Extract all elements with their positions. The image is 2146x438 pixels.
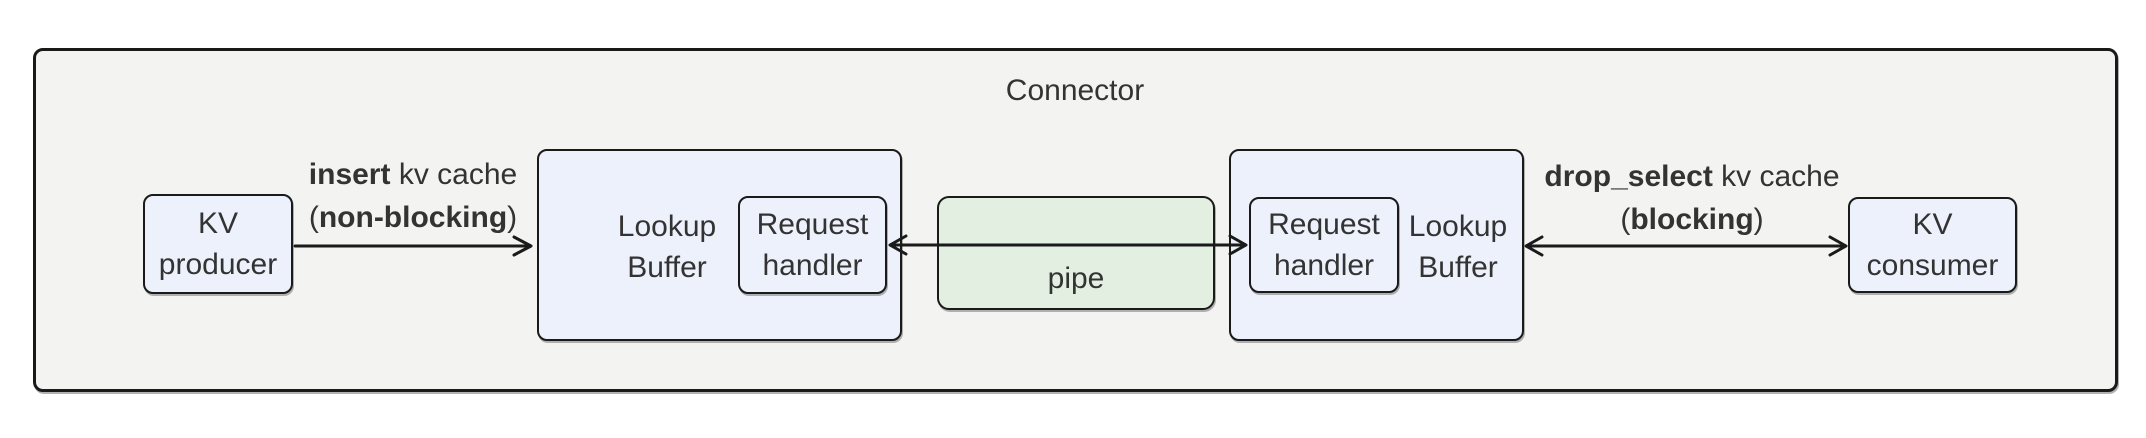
- insert-edge-label-line1: insert kv cache: [253, 153, 573, 196]
- insert-paren-close: ): [507, 201, 518, 234]
- drop-select-rest: kv cache: [1712, 160, 1840, 193]
- insert-rest: kv cache: [390, 158, 518, 191]
- kv-consumer-label-line2: consumer: [1866, 249, 1999, 282]
- drop-select-edge-label-line2: (blocking): [1512, 198, 1872, 241]
- lookup-buffer-left-label: Lookup Buffer: [587, 206, 747, 288]
- drop-select-edge-label: drop_select kv cache (blocking): [1512, 155, 1872, 241]
- drop-select-paren-close: ): [1753, 203, 1764, 236]
- connector-title: Connector: [1005, 74, 1145, 107]
- request-handler-right-label-line2: handler: [1273, 249, 1375, 282]
- drop-select-keyword2: blocking: [1630, 203, 1754, 236]
- drop-select-paren-open: (: [1620, 203, 1631, 236]
- request-handler-right-label-line1: Request: [1268, 208, 1380, 241]
- request-handler-left-node: Request handler: [738, 196, 887, 294]
- insert-edge-label-line2: (non-blocking): [253, 196, 573, 239]
- insert-paren-open: (: [308, 201, 319, 234]
- lookup-buffer-left-label-line2: Buffer: [627, 251, 707, 284]
- drop-select-keyword: drop_select: [1544, 160, 1713, 193]
- lookup-buffer-right-label: Lookup Buffer: [1378, 206, 1538, 288]
- request-handler-left-label-line2: handler: [762, 249, 863, 282]
- kv-consumer-label-line1: KV: [1912, 208, 1953, 241]
- drop-select-edge-label-line1: drop_select kv cache: [1512, 155, 1872, 198]
- insert-edge-label: insert kv cache (non-blocking): [253, 153, 573, 239]
- lookup-buffer-right-label-line2: Buffer: [1418, 251, 1498, 284]
- kv-consumer-node: KV consumer: [1848, 197, 2017, 293]
- kv-producer-label-line1: KV: [197, 207, 239, 240]
- kv-producer-label-line2: producer: [158, 248, 278, 281]
- request-handler-right-node: Request handler: [1249, 197, 1399, 293]
- lookup-buffer-right-label-line1: Lookup: [1408, 210, 1508, 243]
- kv-producer-node: KV producer: [143, 194, 293, 294]
- request-handler-left-label-line1: Request: [756, 208, 869, 241]
- insert-keyword2: non-blocking: [318, 201, 508, 234]
- pipe-node: pipe: [937, 196, 1215, 310]
- insert-keyword: insert: [308, 158, 391, 191]
- lookup-buffer-left-label-line1: Lookup: [617, 210, 717, 243]
- pipe-label: pipe: [1047, 262, 1105, 295]
